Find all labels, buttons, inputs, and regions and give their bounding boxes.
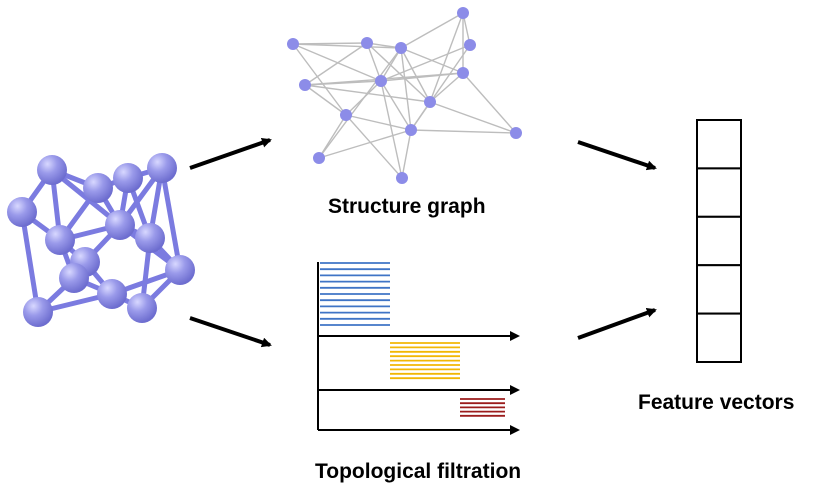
- graph-edge: [400, 47, 412, 131]
- arrow-crystal-to-graph: [189, 137, 272, 170]
- graph-edge: [380, 80, 412, 131]
- crystal-atom: [59, 263, 89, 293]
- crystal-atom: [7, 197, 37, 227]
- crystal-atom: [37, 155, 67, 185]
- graph-edge: [292, 43, 347, 116]
- graph-edge: [401, 129, 412, 179]
- graph-node: [287, 38, 299, 50]
- crystal-atom: [45, 225, 75, 255]
- arrow-crystal-to-filtration: [189, 316, 272, 348]
- crystal-atom: [113, 163, 143, 193]
- barcode-yellow: [390, 342, 460, 380]
- graph-edge: [462, 72, 517, 134]
- graph-edge: [380, 80, 403, 179]
- graph-edge: [318, 129, 412, 159]
- graph-node: [395, 42, 407, 54]
- graph-edge: [429, 72, 464, 103]
- crystal-atom: [105, 210, 135, 240]
- feature-vector-cell: [696, 215, 742, 267]
- barcode-red: [460, 398, 505, 417]
- graph-node: [405, 124, 417, 136]
- graph-edge: [410, 44, 471, 131]
- crystal-atom: [83, 173, 113, 203]
- graph-edge: [366, 42, 431, 103]
- graph-edge: [318, 47, 402, 159]
- feature-vector-cell: [696, 264, 742, 315]
- crystal-atom: [97, 279, 127, 309]
- topological-filtration-label: Topological filtration: [315, 460, 522, 483]
- graph-edge: [429, 101, 517, 134]
- structure-graph: [287, 7, 522, 184]
- feature-vector: [696, 119, 742, 364]
- graph-node: [313, 152, 325, 164]
- arrow-graph-to-vector: [577, 140, 657, 171]
- crystal-atom: [147, 153, 177, 183]
- feature-vector-cell: [696, 312, 742, 364]
- crystal-atom: [165, 255, 195, 285]
- graph-edge: [345, 114, 403, 179]
- graph-edge: [400, 47, 431, 103]
- crystal-bond: [159, 165, 183, 273]
- crystal-structure: [7, 153, 195, 327]
- graph-edge: [292, 43, 402, 49]
- crystal-atom: [23, 297, 53, 327]
- graph-node: [375, 75, 387, 87]
- feature-vector-cell: [696, 167, 742, 218]
- graph-node: [396, 172, 408, 184]
- graph-edge: [304, 42, 368, 86]
- graph-node: [457, 67, 469, 79]
- graph-edge: [410, 129, 517, 134]
- graph-edge: [380, 44, 471, 82]
- graph-node: [464, 39, 476, 51]
- graph-node: [361, 37, 373, 49]
- crystal-atom: [127, 293, 157, 323]
- graph-edge: [400, 12, 464, 49]
- graph-edge: [429, 12, 464, 103]
- graph-edge: [304, 84, 347, 116]
- feature-vector-cell: [696, 119, 742, 170]
- graph-edge: [366, 42, 382, 82]
- graph-node: [424, 96, 436, 108]
- graph-edge: [345, 114, 412, 131]
- topological-filtration-barcode: [317, 262, 520, 435]
- graph-node: [510, 127, 522, 139]
- graph-node: [340, 109, 352, 121]
- feature-vectors-label: Feature vectors: [638, 391, 795, 414]
- arrow-filtration-to-vector: [577, 308, 657, 340]
- crystal-bond: [19, 209, 41, 315]
- structure-graph-label: Structure graph: [328, 195, 486, 218]
- barcode-blue: [320, 262, 390, 326]
- crystal-atom: [135, 223, 165, 253]
- graph-node: [299, 79, 311, 91]
- graph-node: [457, 7, 469, 19]
